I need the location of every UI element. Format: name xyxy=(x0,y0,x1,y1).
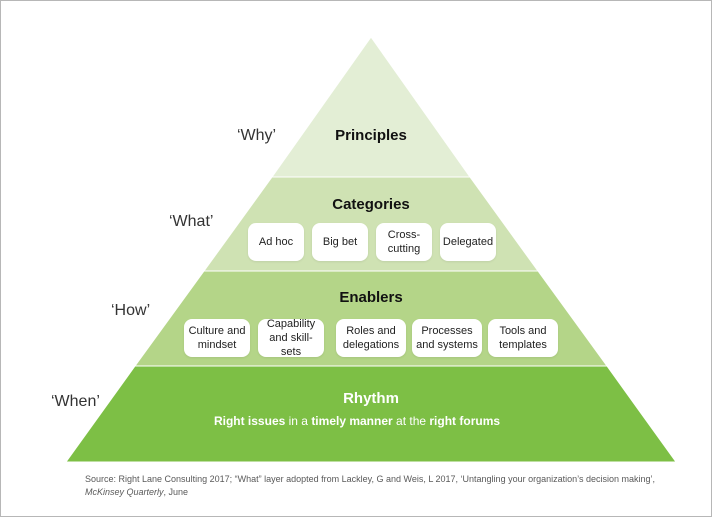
enabler-chip-tools: Tools and templates xyxy=(488,319,558,357)
principles-title: Principles xyxy=(335,127,407,144)
category-chip-big-bet: Big bet xyxy=(312,223,368,261)
tagline-at-the: at the xyxy=(392,414,430,428)
categories-title: Categories xyxy=(332,196,410,213)
enabler-chip-capability: Capability and skill-sets xyxy=(258,318,324,358)
rhythm-title: Rhythm xyxy=(343,390,399,407)
source-text: Source: Right Lane Consulting 2017; “Wha… xyxy=(85,474,655,484)
source-note: Source: Right Lane Consulting 2017; “Wha… xyxy=(85,473,685,499)
tagline-right-issues: Right issues xyxy=(213,414,286,428)
tagline-in-a: in a xyxy=(285,414,312,428)
source-journal: McKinsey Quarterly xyxy=(85,487,164,497)
enabler-chip-culture: Culture and mindset xyxy=(184,319,250,357)
why-label: ‘Why’ xyxy=(237,127,277,144)
enabler-chip-roles: Roles and delegations xyxy=(336,319,406,357)
how-label: ‘How’ xyxy=(111,302,151,319)
tagline-right-forums: right forums xyxy=(429,414,501,428)
what-label: ‘What’ xyxy=(169,213,214,230)
principles-tier xyxy=(271,36,471,178)
tagline-timely-manner: timely manner xyxy=(311,414,393,428)
source-suffix: , June xyxy=(163,487,189,497)
enabler-chip-processes: Processes and systems xyxy=(412,319,482,357)
category-chip-delegated: Delegated xyxy=(440,223,496,261)
enablers-title: Enablers xyxy=(339,289,403,306)
category-chip-cross-cutting: Cross- cutting xyxy=(376,223,432,261)
category-chip-ad-hoc: Ad hoc xyxy=(248,223,304,261)
rhythm-tagline: Right issues in a timely manner at the r… xyxy=(131,414,583,428)
when-label: ‘When’ xyxy=(51,393,100,410)
rhythm-tier xyxy=(65,365,677,463)
